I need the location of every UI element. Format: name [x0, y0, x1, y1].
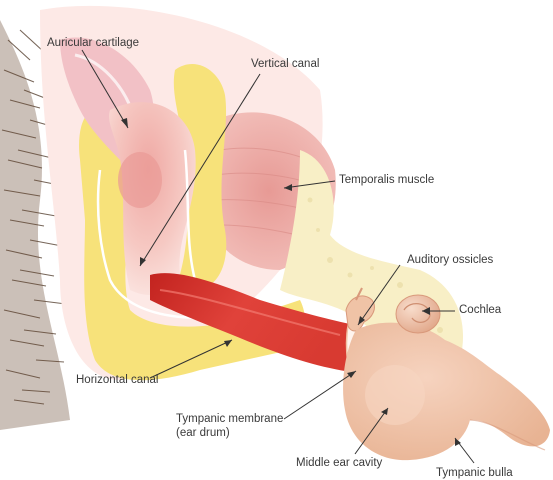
label-auricular-cartilage: Auricular cartilage	[47, 36, 139, 50]
label-cochlea: Cochlea	[459, 303, 501, 317]
middle-ear-cavity	[365, 365, 425, 425]
label-tympanic-membrane-line2: (ear drum)	[176, 426, 283, 440]
canal-lumen-shadow	[118, 152, 162, 208]
label-tympanic-bulla: Tympanic bulla	[436, 466, 513, 480]
label-vertical-canal: Vertical canal	[251, 57, 319, 71]
label-horizontal-canal: Horizontal canal	[76, 373, 158, 387]
label-temporalis-muscle: Temporalis muscle	[339, 173, 434, 187]
label-auditory-ossicles: Auditory ossicles	[407, 253, 493, 267]
label-middle-ear-cavity: Middle ear cavity	[296, 456, 382, 470]
label-tympanic-membrane-line1: Tympanic membrane	[176, 412, 283, 426]
cochlea	[396, 295, 440, 333]
label-tympanic-membrane: Tympanic membrane (ear drum)	[176, 412, 283, 440]
